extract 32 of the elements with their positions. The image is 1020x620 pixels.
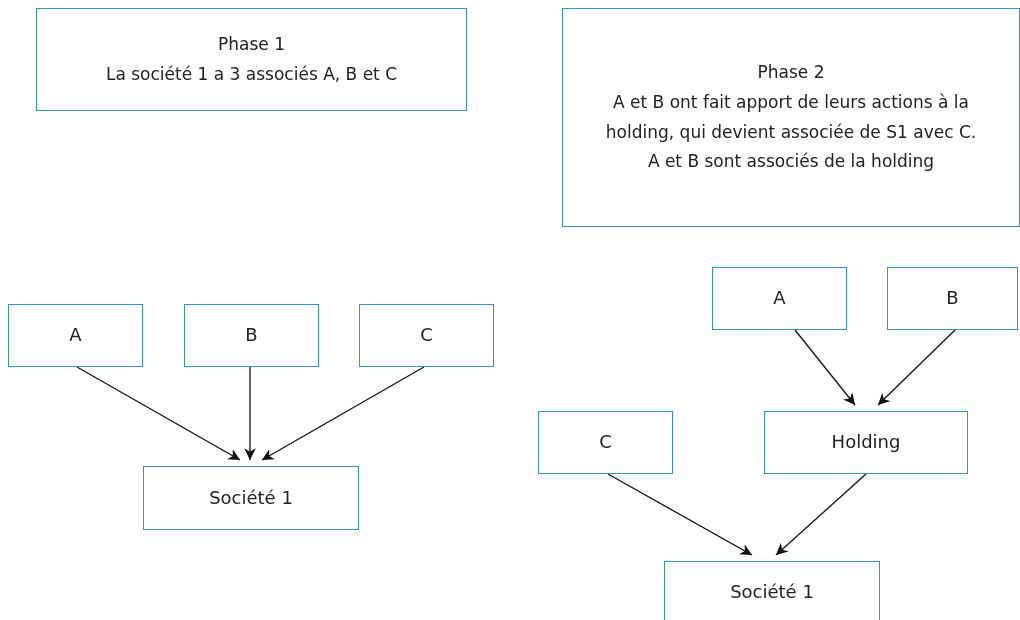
entity-box	[887, 267, 1018, 330]
box-text: Holding	[831, 430, 901, 455]
box-text: C	[599, 430, 612, 455]
arrow	[76, 366, 241, 461]
box-text: Société 1	[730, 579, 814, 604]
arrow	[794, 329, 856, 406]
entity-box	[664, 561, 880, 620]
box-text: B	[245, 323, 258, 348]
phase-heading: Phase 1	[218, 32, 285, 56]
entity-box	[359, 304, 494, 367]
note-box	[36, 8, 467, 111]
box-text: A	[773, 286, 786, 311]
entity-box	[712, 267, 847, 330]
entity-box	[764, 411, 968, 474]
arrow	[775, 473, 867, 556]
arrow	[877, 329, 956, 406]
box-text: La société 1 a 3 associés A, B et C	[105, 62, 398, 86]
entity-box	[538, 411, 673, 474]
note-box	[562, 8, 1020, 227]
arrow	[607, 473, 753, 556]
box-text: A	[69, 323, 82, 348]
box-text: Société 1	[209, 485, 293, 510]
box-text: B	[946, 286, 959, 311]
entity-box	[184, 304, 319, 367]
box-text: C	[420, 323, 433, 348]
arrow	[261, 366, 425, 461]
entity-box	[8, 304, 143, 367]
entity-box	[143, 466, 359, 530]
box-text: A et B sont associés de la holding	[647, 150, 935, 174]
phase-heading: Phase 2	[757, 61, 825, 84]
arrow	[244, 366, 256, 461]
box-text: A et B ont fait apport de leurs actions à la holding, qui devient associée de S1 avec C.	[604, 90, 978, 144]
